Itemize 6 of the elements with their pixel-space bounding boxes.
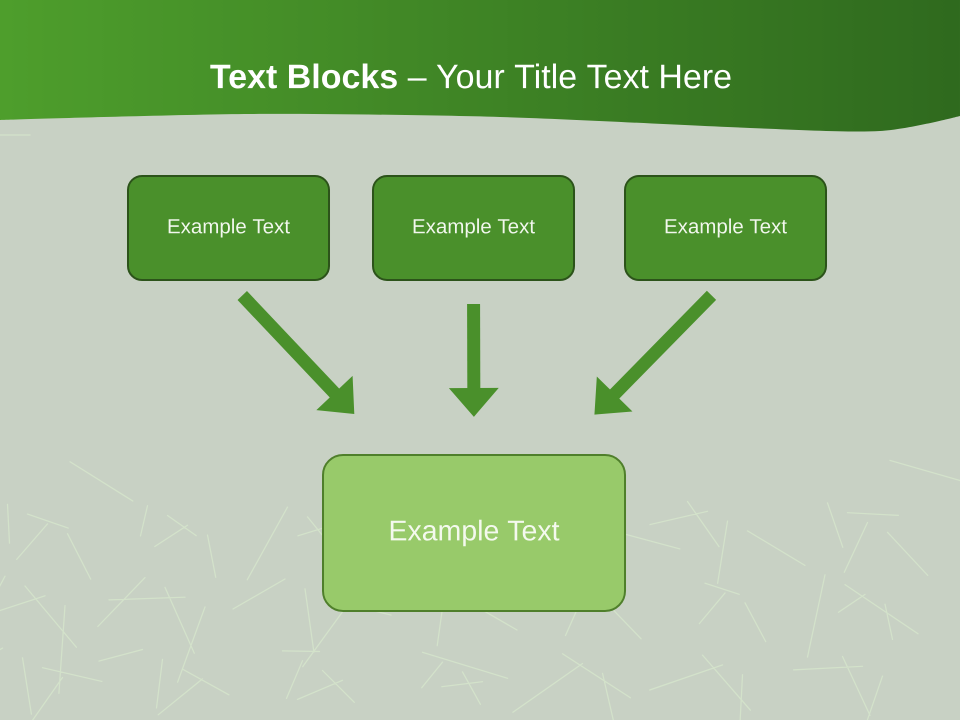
- process-box: Example Text: [372, 175, 575, 281]
- title: Text Blocks – Your Title Text Here: [210, 64, 731, 88]
- process-box: Example Text: [322, 454, 626, 612]
- process-box: Example Text: [624, 175, 828, 281]
- block-arrow: [238, 291, 354, 414]
- process-box: Example Text: [127, 175, 330, 281]
